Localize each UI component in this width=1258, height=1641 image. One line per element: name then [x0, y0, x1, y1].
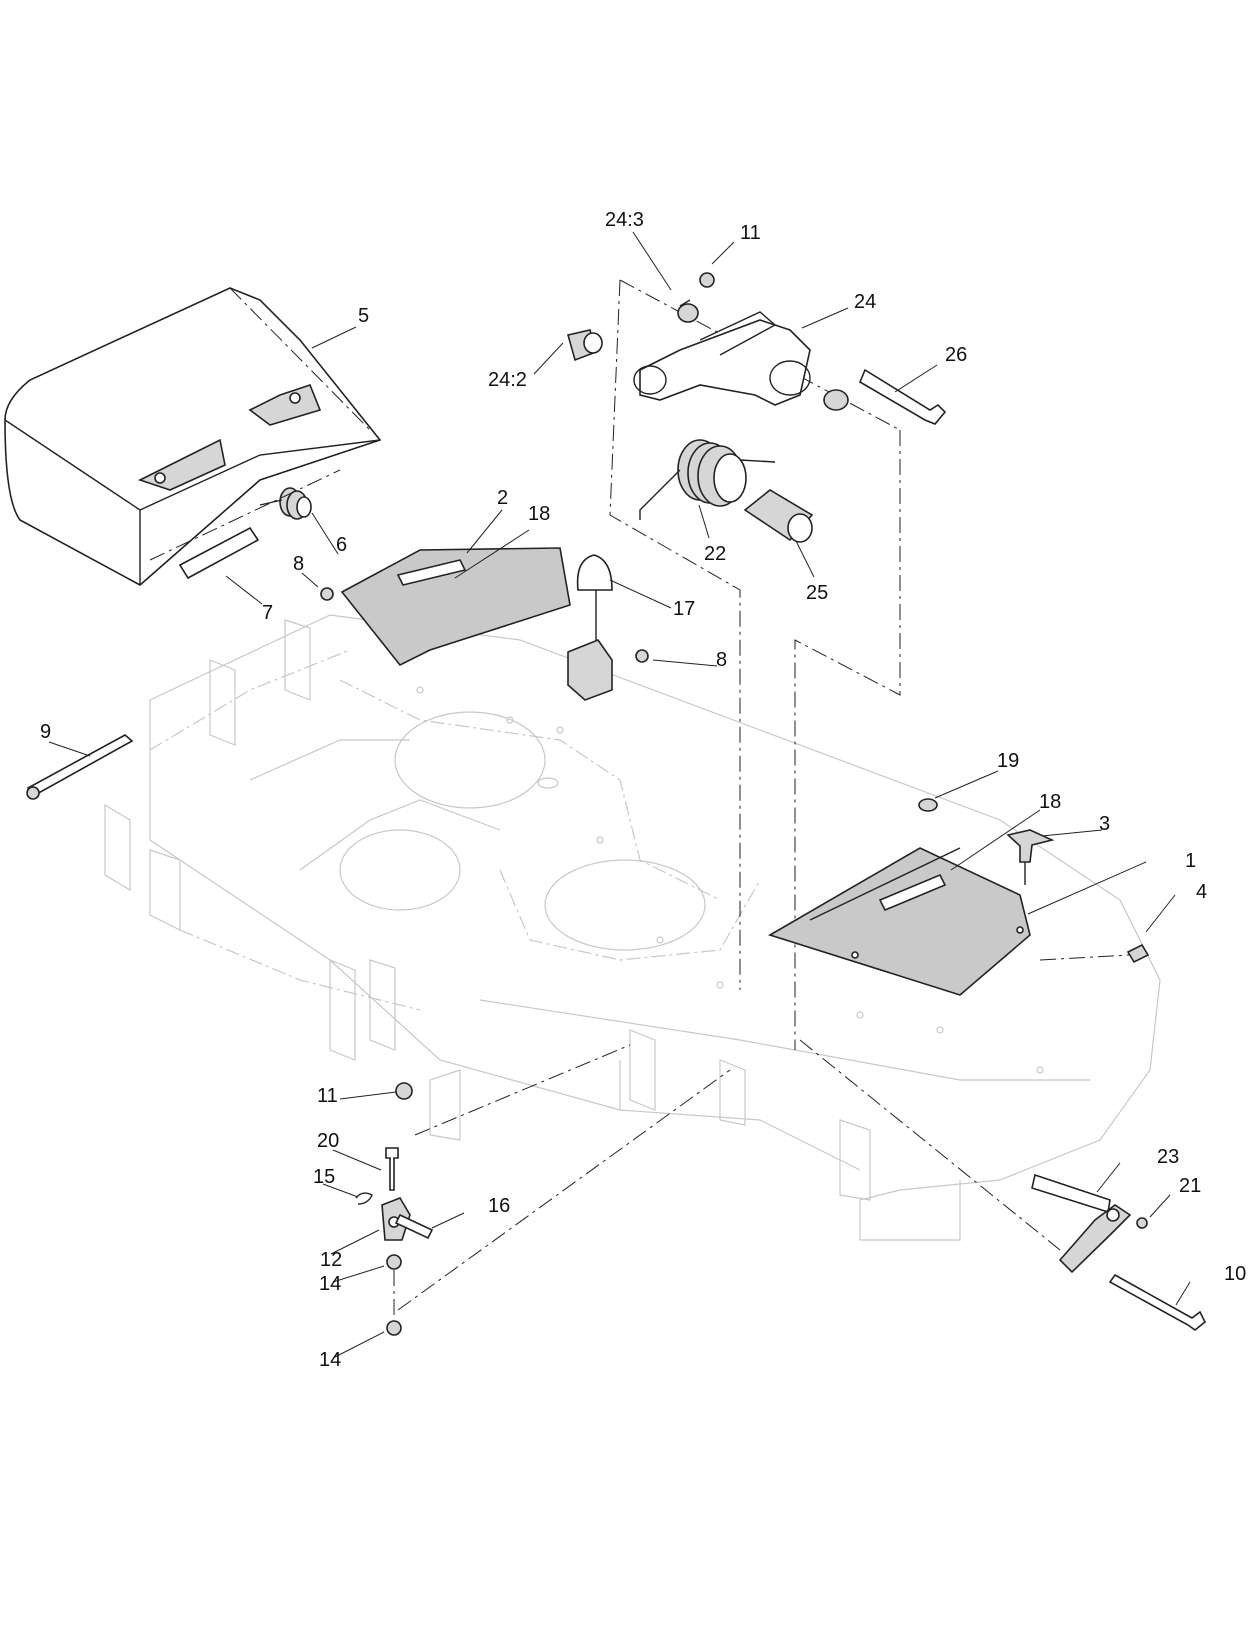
callout-24-2: 24:2 [488, 369, 527, 391]
nut-8-left [320, 587, 334, 601]
pin-16 [394, 1213, 434, 1240]
bushing-right [823, 389, 849, 411]
callout-14-b: 14 [319, 1349, 341, 1371]
nut-14-a [386, 1254, 402, 1270]
callout-labels: 24:3 11 24 5 26 24:2 2 18 6 22 25 8 7 17… [40, 209, 1246, 1371]
callout-20: 20 [317, 1130, 339, 1152]
pivot-shaft-23 [1031, 1173, 1132, 1274]
nut-4 [1126, 943, 1150, 964]
callout-2: 2 [497, 487, 508, 509]
callout-8-right: 8 [716, 649, 727, 671]
discharge-deflector [4, 287, 382, 586]
bushing-24-2 [567, 329, 603, 362]
nut-11-bottom [395, 1082, 413, 1100]
callout-3: 3 [1099, 813, 1110, 835]
callout-17: 17 [673, 598, 695, 620]
callout-24: 24 [854, 291, 876, 313]
bolt-26 [858, 368, 947, 425]
callout-14-a: 14 [319, 1273, 341, 1295]
callout-23: 23 [1157, 1146, 1179, 1168]
callout-4: 4 [1196, 881, 1207, 903]
callout-21: 21 [1179, 1175, 1201, 1197]
nut-8-right [635, 649, 649, 663]
callout-25: 25 [806, 582, 828, 604]
callout-16: 16 [488, 1195, 510, 1217]
callout-12: 12 [320, 1249, 342, 1271]
callout-18-right: 18 [1039, 791, 1061, 813]
callout-1: 1 [1185, 850, 1196, 872]
callout-24-3: 24:3 [605, 209, 644, 231]
deflector-shell-5 [4, 287, 382, 586]
decal-18-top [396, 559, 467, 586]
callout-9: 9 [40, 721, 51, 743]
bolt-10 [1108, 1273, 1207, 1332]
leader-lines [48, 231, 1191, 1359]
callout-11-top: 11 [740, 222, 761, 244]
callout-11-bottom: 11 [317, 1085, 338, 1107]
decal-18-right [878, 873, 947, 912]
nut-11-top [699, 272, 715, 288]
pin-20 [385, 1147, 399, 1191]
callout-22: 22 [704, 543, 726, 565]
mower-deck-ghost [104, 614, 1161, 1241]
bushing-24-3 [677, 299, 699, 323]
callout-10: 10 [1224, 1263, 1246, 1285]
callout-15: 15 [313, 1166, 335, 1188]
plug-19 [918, 798, 938, 812]
knob-3 [1006, 829, 1055, 863]
deflector-rod-7 [178, 526, 260, 580]
spacer-25 [743, 489, 814, 543]
callout-19: 19 [997, 750, 1019, 772]
belt-cover-right-1 [768, 847, 1031, 996]
pivot-arm-24 [639, 319, 811, 406]
callout-7: 7 [262, 602, 273, 624]
clip-15 [355, 1192, 373, 1205]
nut-14-b [386, 1320, 402, 1336]
bolt-9 [26, 734, 134, 796]
callout-8-left: 8 [293, 553, 304, 575]
nut-21 [1136, 1217, 1148, 1229]
belt-cover-left-2 [340, 547, 571, 667]
deflector-spring-6 [259, 487, 312, 520]
callout-18-top: 18 [528, 503, 550, 525]
torsion-spring-22 [639, 439, 776, 520]
hardware [26, 554, 1207, 1336]
callout-5: 5 [358, 305, 369, 327]
pivot-bracket-assembly [567, 272, 947, 1050]
bumper-17 [576, 554, 613, 591]
callout-6: 6 [336, 534, 347, 556]
callout-26: 26 [945, 344, 967, 366]
